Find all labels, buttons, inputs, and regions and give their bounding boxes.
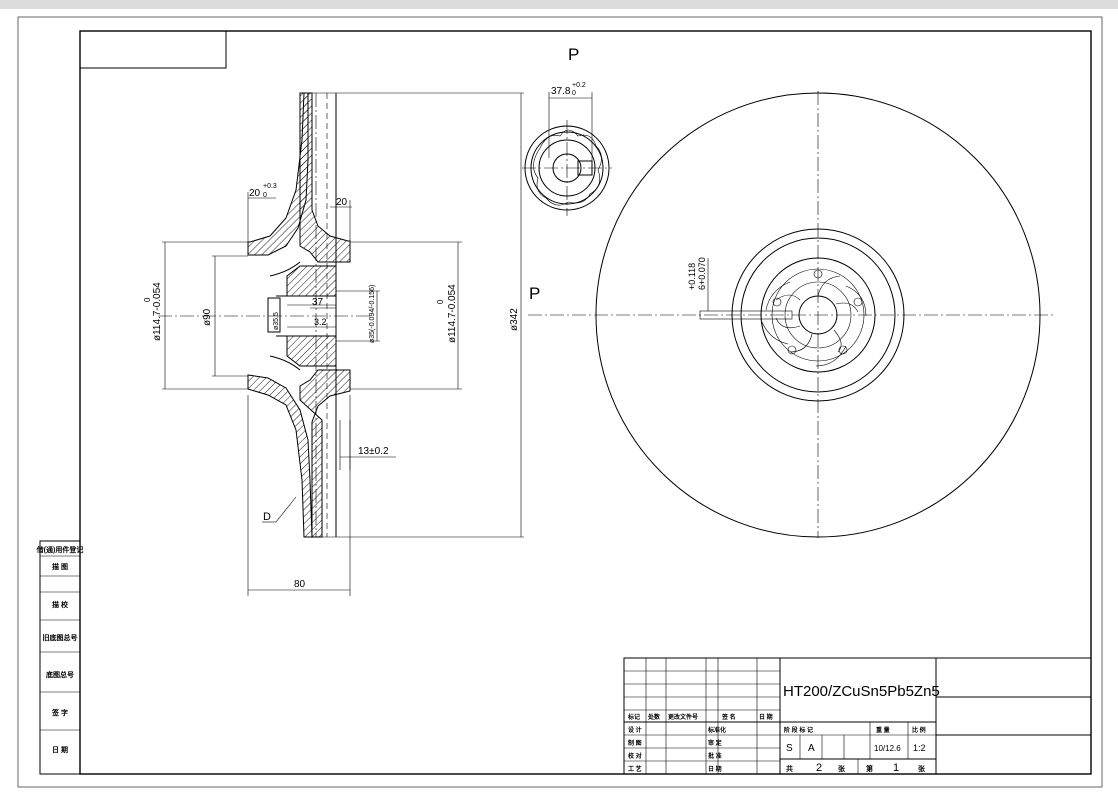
- dim-left-flange: 20: [249, 188, 261, 199]
- dim-hub-length: 37: [312, 297, 324, 308]
- stage-mark-a: A: [808, 743, 815, 754]
- dim-right-eye-diameter: ø114.7-0.054: [447, 284, 458, 343]
- front-view: P +0.118 6+0.070: [528, 91, 1054, 538]
- dim-left-flange-tol: +0.3: [263, 183, 277, 190]
- dim-eye-diameter: ø114.7-0.054: [152, 282, 163, 341]
- margin-row-2: 描 校: [52, 600, 69, 609]
- hdr-signature: 签 名: [721, 713, 736, 721]
- margin-row-3: 旧底图总号: [43, 633, 78, 642]
- outer-border: [17, 16, 1103, 788]
- dim-right-eye-upper: 0: [436, 299, 445, 304]
- dim-key-tol-upper: +0.118: [687, 263, 697, 290]
- dim-keyway-tol-low: 0: [572, 90, 576, 97]
- view-label-top: P: [568, 45, 579, 64]
- hdr-date: 日 期: [759, 713, 773, 721]
- dim-key-tol-lower: 6+0.070: [697, 257, 707, 290]
- weight-header: 重 量: [876, 726, 890, 734]
- dim-right-flange: 20: [336, 197, 348, 208]
- margin-row-6: 日 期: [52, 745, 68, 754]
- drawing-number-box: [79, 30, 227, 69]
- hdr-count: 处数: [647, 713, 661, 721]
- sheets-total-label: 共: [786, 764, 793, 773]
- scale-header: 比 例: [912, 726, 926, 734]
- sheets-total: 2: [816, 762, 822, 774]
- top-strip: [0, 0, 1118, 9]
- sheet-no-unit: 张: [918, 764, 926, 773]
- dim-bore-vertical: ø35.5: [273, 312, 280, 330]
- role-process: 工 艺: [628, 765, 642, 773]
- dim-eye-diameter-upper: 0: [143, 297, 152, 302]
- margin-row-1: 描 图: [52, 562, 68, 571]
- margin-row-4: 底图总号: [46, 670, 74, 679]
- impeller-outer-circle: [595, 92, 1041, 538]
- section-dimensions: 20 +0.3 0 20 ø114.7-0.054 0 ø90 ø35.5 37…: [143, 93, 522, 596]
- role-approve: 审 定: [708, 739, 722, 747]
- stage-mark-s: S: [786, 743, 793, 754]
- role-standard: 标准化: [707, 726, 726, 734]
- margin-row-5: 签 字: [51, 708, 68, 717]
- sheets-unit: 张: [838, 764, 846, 773]
- stage-header: 阶 段 标 记: [784, 726, 813, 734]
- weight-value: 10/12.6: [874, 744, 901, 753]
- hdr-mark: 标记: [627, 713, 640, 721]
- dim-outer-diameter: ø342: [509, 308, 520, 331]
- role-draw: 制 图: [628, 739, 642, 747]
- dim-overall-width: 80: [294, 579, 306, 590]
- role-ratify: 批 准: [708, 752, 722, 760]
- section-view: [158, 92, 524, 538]
- sheet-no: 1: [893, 762, 899, 774]
- detail-label-d: D: [263, 511, 271, 523]
- view-p-detail: P 37.8 +0.2 0: [522, 45, 612, 216]
- title-block: 标记 处数 更改文件号 签 名 日 期 设 计 标准化 制 图 审 定 校 对 …: [623, 657, 1092, 775]
- left-margin-table: 借(通)用件登记 描 图 描 校 旧底图总号 底图总号 签 字 日 期: [36, 540, 84, 775]
- sheet-no-label: 第: [866, 764, 873, 773]
- role-check: 校 对: [628, 752, 642, 760]
- hdr-change-doc: 更改文件号: [668, 713, 698, 721]
- dim-left-flange-tol-low: 0: [263, 192, 267, 199]
- dim-thickness: 13±0.2: [358, 446, 389, 457]
- margin-row-0: 借(通)用件登记: [36, 545, 84, 554]
- role-date: 日 期: [708, 765, 722, 773]
- role-design: 设 计: [628, 726, 642, 734]
- inner-frame: [79, 30, 1092, 775]
- dim-keyway-width: 37.8: [551, 86, 571, 97]
- view-label-side: P: [529, 284, 540, 303]
- dim-bore-diameter: ø35(-0.094/-0.156): [369, 285, 376, 343]
- material-spec: HT200/ZCuSn5Pb5Zn5: [783, 683, 940, 700]
- dim-hub-small: 3.2: [314, 317, 327, 327]
- scale-value: 1:2: [913, 743, 926, 753]
- dim-inlet-diameter: ø90: [202, 308, 213, 326]
- dim-keyway-tol: +0.2: [572, 82, 586, 89]
